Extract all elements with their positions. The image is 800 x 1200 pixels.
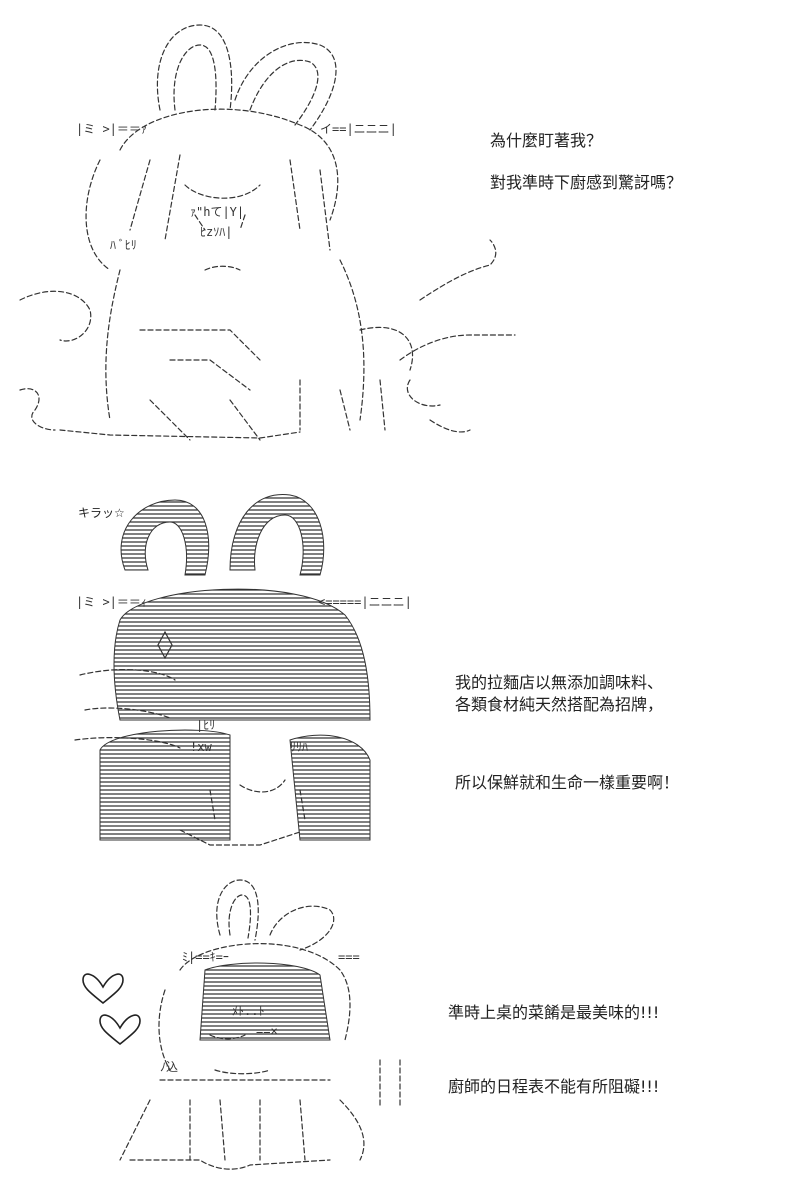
speech-line: 為什麼盯著我？ — [490, 131, 603, 150]
aa-whiskers-right: === — [338, 950, 360, 964]
aa-whiskers-left: |ミ >|＝＝ｧ — [76, 122, 147, 136]
ascii-art-character-chibi — [82, 879, 401, 1170]
aa-cheek-mark: ==× — [256, 1024, 278, 1038]
panel-2: キラッ☆ |ミ >|＝＝ｨ <=====|ニニニ| |ﾋﾘ !xw ﾘﾘﾊ 我的… — [0, 460, 800, 860]
aa-mouth-mark: !xw — [190, 740, 212, 754]
panel-1: |ミ >|＝＝ｧ イ==|ニニニ| ｧ"hて|Y| ﾋzｿﾊ| ﾊ ﾞﾋﾘ 為什… — [0, 0, 800, 460]
speech-line: 各類食材純天然搭配為招牌， — [455, 695, 664, 714]
aa-whiskers-left: ﾐ|==ｷ=ｰ — [182, 950, 229, 964]
speech-bubble-3b: 廚師的日程表不能有所阻礙!!! — [448, 1076, 659, 1098]
aa-whiskers-right: イ==|ニニニ| — [320, 122, 397, 136]
speech-bubble-3a: 準時上桌的菜餚是最美味的!!! — [448, 1002, 659, 1024]
aa-eye-mark: ｧ"hて|Y| — [190, 205, 245, 219]
aa-side-mark: ﾊ ﾞﾋﾘ — [110, 238, 137, 252]
aa-side-mark: ﾘﾘﾊ — [290, 740, 309, 754]
aa-eye-mark: |ﾋﾘ — [196, 718, 216, 732]
aa-whiskers-left: |ミ >|＝＝ｨ — [76, 595, 147, 609]
speech-bubble-1: 為什麼盯著我？ 對我準時下廚感到驚訝嗎？ — [490, 130, 682, 194]
aa-mouth-mark: ﾋzｿﾊ| — [200, 225, 233, 239]
speech-line: 準時上桌的菜餚是最美味的!!! — [448, 1003, 660, 1022]
aa-whiskers-right: <=====|ニニニ| — [318, 595, 412, 609]
aa-mouth-mark: ﾉ込 — [160, 1060, 179, 1074]
speech-line: 我的拉麵店以無添加調味料、 — [455, 673, 664, 692]
speech-line: 對我準時下廚感到驚訝嗎？ — [490, 173, 683, 192]
heart-icon — [82, 973, 124, 1005]
panel-3: ﾐ|==ｷ=ｰ === ﾒﾄ..ﾄ ==× ﾉ込 準時上桌的菜餚是最美味的!!!… — [0, 860, 800, 1200]
heart-icon — [99, 1014, 141, 1046]
speech-line: 所以保鮮就和生命一樣重要啊！ — [455, 773, 680, 792]
ascii-art-character-sparkle — [74, 493, 371, 846]
ascii-art-character-staring — [19, 24, 516, 441]
sfx-kira: キラッ☆ — [78, 506, 125, 520]
aa-eye-mark: ﾒﾄ..ﾄ — [232, 1004, 265, 1018]
speech-bubble-2b: 所以保鮮就和生命一樣重要啊！ — [455, 772, 679, 794]
speech-line: 廚師的日程表不能有所阻礙!!! — [448, 1077, 660, 1096]
speech-bubble-2a: 我的拉麵店以無添加調味料、 各類食材純天然搭配為招牌， — [455, 672, 663, 716]
